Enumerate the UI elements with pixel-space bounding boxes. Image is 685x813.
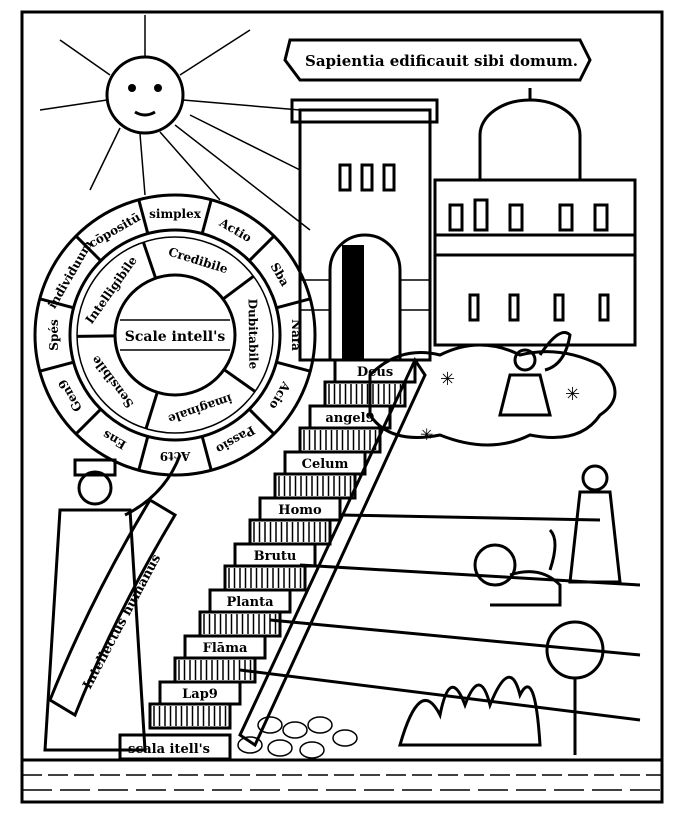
ladder-base: scala itell's [118,733,232,761]
frame [20,10,664,804]
wheel-center-label: Scale intell's [125,329,226,345]
banner-text: Sapientia edificauit sibi domum. [305,52,578,70]
step-label: Planta [226,595,274,610]
banner-scroll: Sapientia edificauit sibi domum. [283,38,592,82]
wheel-outer-label: simplex [149,207,202,221]
stones [237,716,358,759]
step-label: Deus [357,365,393,380]
wheel-outer-label: Ens [100,427,129,452]
wheel-outer-label: Spés [47,319,61,351]
wheel-inner-label: Credibile [167,245,230,277]
man-left: Intellectus humanus [43,454,182,752]
ladder-step: Deus [323,358,417,408]
wheel-outer-label: Nafa [289,319,303,351]
ladder-step: Lap9 [148,680,242,730]
wheel-outer-label: Sba [268,260,293,289]
sun [39,15,311,231]
ladder-step: Flāma [173,634,267,684]
step-label: angel9 [325,411,374,426]
wheel-inner-label: imaginale [166,391,234,426]
star-icon: ✳ [565,384,580,404]
ladder-label: scala itell's [128,742,210,757]
fire [398,675,542,747]
ladder-step: Celum [273,450,367,500]
ladder-step: Homo [248,496,342,546]
wheel-outer-label: Act9 [160,449,192,463]
palace [433,88,637,347]
tower [290,98,439,362]
step-label: Homo [278,503,322,518]
step-label: Lap9 [182,687,218,702]
lion [473,528,562,607]
ladder-step: Brutu [223,542,317,592]
step-label: Brutu [254,549,297,564]
wheel-inner-label: Intelligibile [83,253,140,326]
step-label: Celum [302,457,349,472]
wheel-outer-label: Acio [266,378,293,411]
tree [545,620,605,755]
star-icon: ✳ [420,427,433,444]
step-label: Flāma [203,641,248,656]
cloud-with-angel: ✳ ✳ ✳ [368,331,617,447]
wheel-outer-label: cōpositū [86,210,143,251]
man-right [568,464,622,584]
wheel-diagram: Scale intell's simplexActioSbaNafaAcioPa… [33,193,317,477]
star-icon: ✳ [440,369,455,389]
scroll-text: Intellectus humanus [80,552,164,692]
wheel-inner-label: Dubitabile [245,299,260,370]
ladder-step: Planta [198,588,292,638]
